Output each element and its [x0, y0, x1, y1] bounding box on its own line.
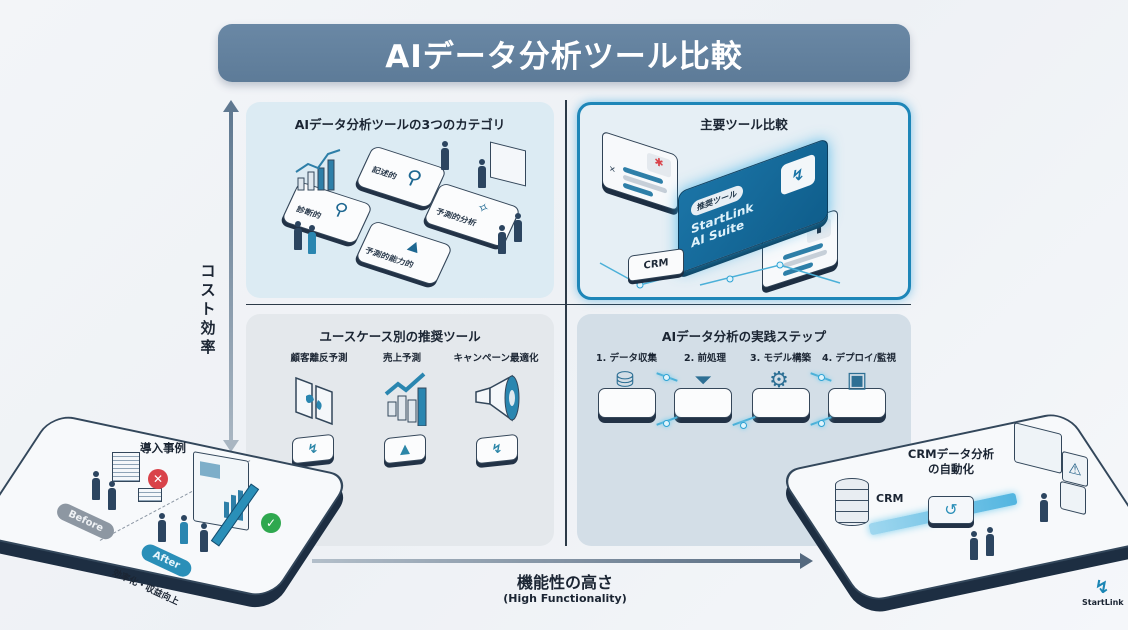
brand-name: StartLink — [1082, 598, 1124, 607]
bar-trend-icon: ▲ — [405, 237, 424, 256]
monitor-eye-icon: ▣ — [846, 368, 868, 393]
happy-person-figure — [158, 513, 166, 542]
paper-stack-icon — [112, 452, 140, 482]
startlink-logo-icon: ↯ — [307, 440, 319, 458]
success-check-icon: ✓ — [261, 513, 281, 533]
panel-steps-title: AIデータ分析の実践ステップ — [661, 329, 827, 344]
y-axis-line — [229, 108, 233, 444]
stressed-person-figure — [92, 471, 100, 500]
title-banner: AIデータ分析ツール比較 — [218, 24, 910, 82]
dashboard-icon — [193, 451, 249, 531]
connector-node — [663, 420, 670, 427]
tool-tile[interactable]: ↯ — [476, 433, 518, 465]
magnifier-icon: ⚲ — [401, 164, 427, 191]
category-tile-label: 予測的分析 — [434, 206, 478, 228]
paper-stack-icon — [138, 488, 162, 502]
growth-chart-icon — [384, 372, 427, 426]
database-icon — [835, 478, 869, 526]
stressed-person-figure — [108, 481, 116, 510]
tool-tile[interactable]: ↯ — [292, 433, 334, 465]
person-figure — [294, 221, 302, 250]
connector-node — [818, 420, 825, 427]
crm-automation-title: CRMデータ分析 の自動化 — [906, 447, 996, 477]
happy-person-figure — [180, 515, 188, 544]
tool-card-left[interactable]: ✱ ✕ — [602, 130, 678, 212]
crm-automation-title-line1: CRMデータ分析 — [907, 447, 995, 461]
startlink-logo-icon: ↯ — [1094, 577, 1110, 598]
use-case-label: 顧客離反予測 — [290, 353, 348, 364]
funnel-brush-icon: ⏷ — [694, 368, 712, 393]
database-cloud-icon: ⛁ — [615, 368, 635, 393]
step-tile — [828, 388, 886, 418]
person-figure — [498, 225, 506, 254]
y-axis-label: コスト効率 — [200, 262, 216, 356]
startlink-logo-icon: ↯ — [781, 153, 815, 196]
step-tile — [598, 388, 656, 418]
category-tile: 予測的能力的 ▲ — [354, 220, 454, 286]
page-title: AIデータ分析ツール比較 — [385, 38, 743, 75]
category-tile-label: 診断的 — [294, 204, 323, 221]
fail-x-icon: ✕ — [148, 469, 168, 489]
person-figure — [1040, 493, 1048, 522]
panel-categories-title: AIデータ分析ツールの3つのカテゴリ — [294, 117, 506, 132]
step-label: 1. データ収集 — [596, 353, 658, 364]
crm-source-label: CRM — [876, 492, 904, 505]
x-axis-sublabel: (High Functionality) — [503, 592, 627, 605]
quadrant-divider-vertical — [565, 100, 567, 546]
step-tile — [674, 388, 732, 418]
person-figure — [514, 213, 522, 242]
x-axis-line — [312, 559, 802, 563]
connector-node — [740, 422, 747, 429]
person-figure — [478, 159, 486, 188]
arrow-up-icon — [223, 100, 239, 112]
step-label: 4. デプロイ/監視 — [822, 353, 896, 364]
crm-automation-title-line2: の自動化 — [928, 462, 974, 476]
puzzle-icon — [295, 376, 333, 426]
category-tile-label: 記述的 — [370, 165, 399, 181]
growth-chart-icon — [295, 149, 341, 191]
step-label: 3. モデル構築 — [750, 353, 812, 364]
cross-icon: ✕ — [609, 163, 616, 176]
person-figure — [986, 527, 994, 556]
quadrant-divider-horizontal — [246, 304, 911, 305]
tool-tile[interactable]: ▲ — [384, 433, 426, 465]
connector-node — [663, 374, 670, 381]
brain-gear-icon: ⚙ — [769, 368, 789, 393]
person-figure — [308, 225, 316, 254]
connector-node — [818, 374, 825, 381]
x-axis-label: 機能性の高さ — [516, 573, 613, 592]
network-icon: ✧ — [473, 199, 493, 218]
step-label: 2. 前処理 — [684, 353, 727, 364]
use-case-label: キャンペーン最適化 — [453, 353, 539, 364]
use-case-label: 売上予測 — [382, 353, 421, 364]
panel-use-cases-title: ユースケース別の推奨ツール — [319, 329, 481, 344]
person-figure — [441, 141, 449, 170]
dashboard-line-chart — [200, 461, 220, 479]
panel-tool-comparison-title: 主要ツール比較 — [700, 117, 788, 132]
arrow-right-icon — [800, 553, 813, 569]
tool-logo-icon: ✱ — [647, 152, 671, 179]
step-tile — [752, 388, 810, 418]
panel-categories: AIデータ分析ツールの3つのカテゴリ 記述的 ⚲ 診断的 ⚲ 予測的分析 ✧ 予… — [246, 102, 554, 298]
happy-person-figure — [200, 523, 208, 552]
case-study-title: 導入事例 — [140, 441, 186, 455]
person-figure — [970, 531, 978, 560]
presentation-board-icon — [490, 141, 526, 187]
megaphone-icon — [475, 374, 520, 422]
brand-logo: ↯ StartLink — [1082, 577, 1124, 608]
category-tile: 予測的分析 ✧ — [422, 182, 522, 248]
bar-trend-icon: ▲ — [400, 440, 410, 458]
analytics-hub-icon: ↺ — [928, 496, 974, 524]
report-search-icon: ⚲ — [329, 198, 352, 222]
startlink-logo-icon: ↯ — [491, 440, 503, 458]
